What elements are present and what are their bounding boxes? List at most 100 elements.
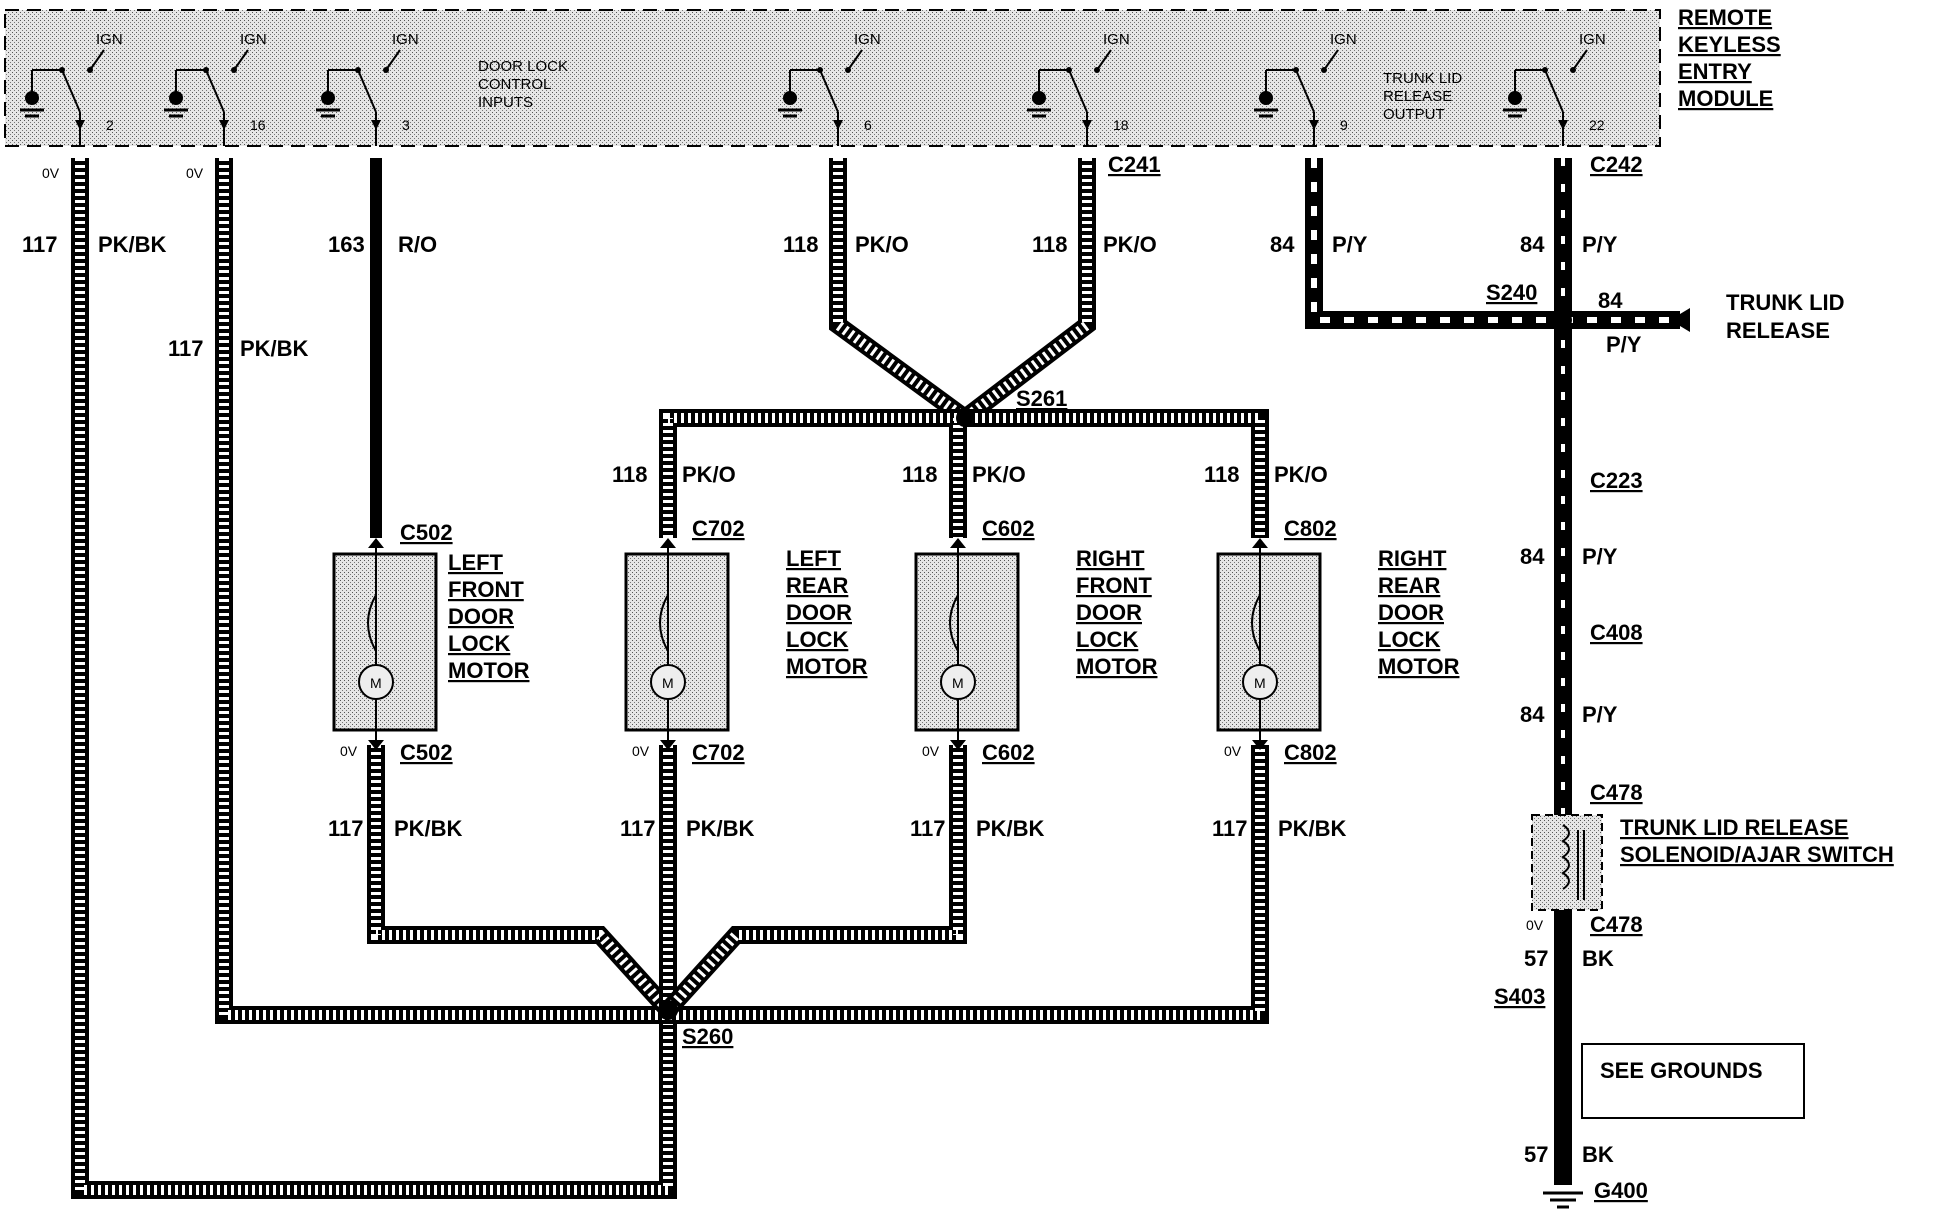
motor-label-line: DOOR [448,604,514,629]
connector-label: C702 [692,740,745,765]
motor-label-line: MOTOR [448,658,530,683]
connector-c478: C478 [1590,912,1643,937]
wire-117-lf [367,745,675,1017]
splice-s240 [1554,311,1572,329]
motor-label-line: FRONT [1076,573,1152,598]
pin-number: 22 [1589,117,1605,133]
splice-s260 [658,1000,678,1020]
voltage-label: 0V [632,743,650,759]
voltage-label: 0V [1224,743,1242,759]
circuit-number: 57 [1524,946,1548,971]
labels: 0V 117 PK/BK 0V 117 PK/BK 163 R/O 118 PK… [22,152,1894,1203]
wire-color: PK/O [682,462,736,487]
connector-label: C502 [400,740,453,765]
motor-label-line: DOOR [786,600,852,625]
wire-color: PK/O [972,462,1026,487]
see-grounds-label: SEE GROUNDS [1600,1058,1763,1083]
ign-label: IGN [854,31,881,48]
motor-label-line: REAR [1378,573,1440,598]
circuit-number: 117 [620,816,656,841]
motor-icon: M [940,664,976,700]
circuit-number: 118 [1032,232,1068,257]
circuit-number: 84 [1270,232,1295,257]
connector-label: C602 [982,740,1035,765]
connector-label: C802 [1284,516,1337,541]
output-label-line: OUTPUT [1383,106,1445,123]
motor-label-line: LEFT [448,550,504,575]
connector-c478: C478 [1590,780,1643,805]
module-title-line: REMOTE [1678,5,1772,30]
output-label-line: TRUNK LID [1383,70,1462,87]
motor-label-line: LOCK [1378,627,1440,652]
pin-number: 9 [1340,117,1348,133]
connector-c408: C408 [1590,620,1643,645]
door-lock-motor-lf: M [332,538,438,750]
door-lock-motor-rr: M [1216,538,1322,750]
circuit-number: 84 [1520,544,1545,569]
output-label-line: RELEASE [1383,88,1452,105]
wire-118-a [829,158,971,426]
wire-color: P/Y [1582,232,1618,257]
circuit-number: 118 [1204,462,1240,487]
module-title-line: MODULE [1678,86,1773,111]
switch-icon: IGN 6 [778,31,881,146]
ign-label: IGN [1579,31,1606,48]
circuit-number: 84 [1598,288,1623,313]
wire-color: P/Y [1332,232,1368,257]
motor-label-line: LEFT [786,546,842,571]
trunk-release-label: RELEASE [1726,318,1830,343]
wire-color: PK/BK [240,336,309,361]
wire-color: P/Y [1582,544,1618,569]
motor-label-line: RIGHT [1076,546,1145,571]
motor-label-line: LOCK [786,627,848,652]
splice-label: S240 [1486,280,1537,305]
splice-label: S261 [1016,386,1067,411]
wire-color: R/O [398,232,437,257]
wire-118-b [959,158,1096,426]
circuit-number: 117 [328,816,364,841]
door-lock-inputs-label: DOOR LOCK CONTROL INPUTS [478,58,568,111]
connector-label: C502 [400,520,453,545]
voltage-label: 0V [340,743,358,759]
switch-icon: IGN 22 [1503,31,1606,146]
ground-icon [1543,1191,1583,1209]
motor-label-line: LOCK [448,631,510,656]
wire-color: PK/O [1274,462,1328,487]
motor-symbol: M [662,675,674,691]
inputs-label-line: DOOR LOCK [478,58,568,75]
solenoid-label: TRUNK LID RELEASE [1620,815,1849,840]
wire-color: PK/O [1103,232,1157,257]
connector-label: C802 [1284,740,1337,765]
voltage-label: 0V [186,165,204,181]
circuit-number: 118 [783,232,819,257]
motor-label-line: MOTOR [1076,654,1158,679]
connector-label: C702 [692,516,745,541]
pin-number: 2 [106,117,114,133]
circuit-number: 84 [1520,232,1545,257]
solenoid-label: SOLENOID/AJAR SWITCH [1620,842,1894,867]
motor-label-line: MOTOR [786,654,868,679]
circuit-number: 117 [22,232,58,257]
motor-label-line: DOOR [1378,600,1444,625]
ign-label: IGN [392,31,419,48]
module-title-line: ENTRY [1678,59,1752,84]
motor-label-line: DOOR [1076,600,1142,625]
connector-label: C602 [982,516,1035,541]
arrow-icon [1670,308,1690,332]
module-title-line: KEYLESS [1678,32,1781,57]
pin-number: 6 [864,117,872,133]
ign-label: IGN [240,31,267,48]
motor-icon: M [1242,664,1278,700]
connector-c242: C242 [1590,152,1643,177]
splice-s403 [1554,986,1572,1004]
wire-118-bus [659,409,1269,538]
circuit-number: 117 [168,336,204,361]
motor-label-line: MOTOR [1378,654,1460,679]
wire-color: P/Y [1582,702,1618,727]
remote-keyless-entry-module [4,9,1661,147]
circuit-number: 84 [1520,702,1545,727]
